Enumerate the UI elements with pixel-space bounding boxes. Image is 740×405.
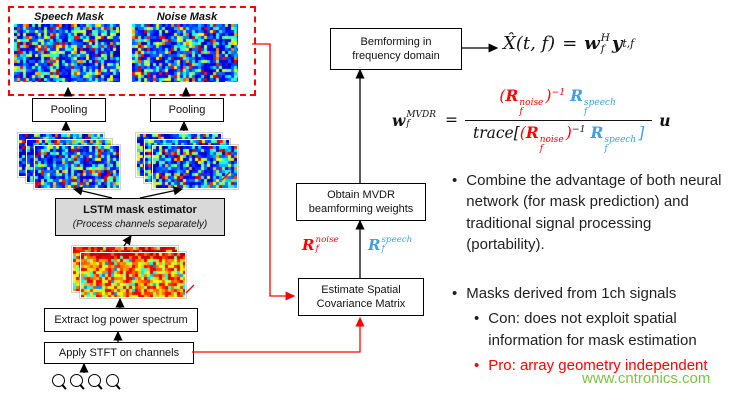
- beamforming-box: Bemforming in frequency domain: [330, 28, 462, 70]
- notes-list: • Combine the advantage of both neural n…: [452, 170, 728, 380]
- microphone-icon: [106, 374, 119, 387]
- power-spectrum-stack: [72, 246, 186, 298]
- channel-stack-right: [136, 133, 238, 189]
- channel-stack-left: [18, 133, 120, 189]
- lstm-box: LSTM mask estimator (Process channels se…: [55, 198, 225, 236]
- extract-log-power-box: Extract log power spectrum: [44, 308, 198, 332]
- bullet-masks: • Masks derived from 1ch signals: [452, 285, 677, 303]
- bullet-pro: • Pro: array geometry independent: [474, 357, 708, 375]
- bullet-con: • Con: does not exploit spatial informat…: [474, 310, 697, 349]
- watermark: www.cntronics.com: [582, 370, 711, 387]
- speech-mask-label: Speech Mask: [34, 11, 104, 23]
- noise-mask-label: Noise Mask: [156, 11, 218, 23]
- covariance-box: Estimate Spatial Covariance Matrix: [298, 278, 424, 316]
- microphone-icon: [70, 374, 83, 387]
- pooling-box-left: Pooling: [32, 98, 106, 122]
- bullet-combine: • Combine the advantage of both neural n…: [452, 172, 722, 253]
- obtain-mvdr-box: Obtain MVDR beamforming weights: [296, 183, 426, 221]
- microphone-icon: [52, 374, 65, 387]
- pooling-box-right: Pooling: [150, 98, 224, 122]
- apply-stft-box: Apply STFT on channels: [44, 342, 194, 364]
- microphone-icon: [88, 374, 101, 387]
- speech-mask-spectrogram: [14, 24, 120, 82]
- noise-mask-spectrogram: [132, 24, 238, 82]
